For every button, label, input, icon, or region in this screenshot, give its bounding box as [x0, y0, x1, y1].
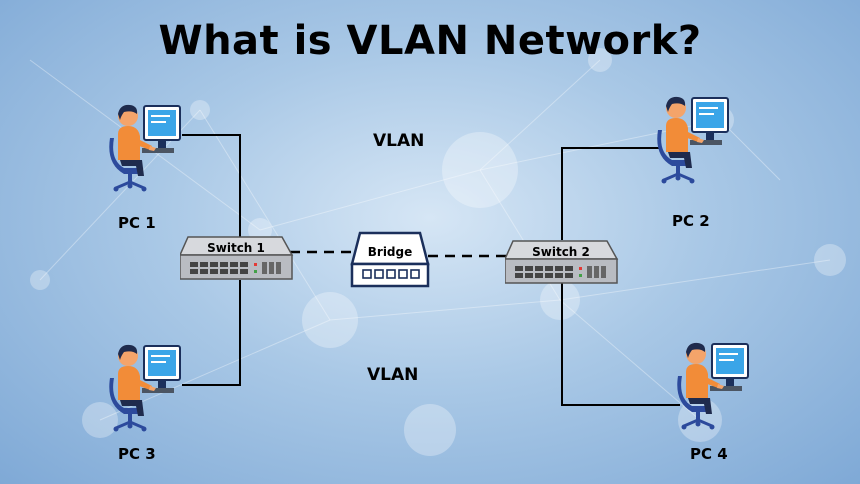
pc-2-label: PC 2 [672, 212, 710, 230]
link-pc4-switch2 [561, 282, 680, 406]
vlan-label-top: VLAN [373, 131, 425, 151]
pc-3-label: PC 3 [118, 445, 156, 463]
switch-1: Switch 1 [180, 236, 294, 280]
pc-1-label: PC 1 [118, 214, 156, 232]
pc-4-label: PC 4 [690, 445, 728, 463]
page-title: What is VLAN Network? [158, 18, 702, 64]
link-pc3-switch1 [182, 280, 241, 386]
pc-1-icon [108, 103, 182, 193]
pc-3-icon [108, 343, 182, 433]
vlan-label-bottom: VLAN [367, 365, 419, 385]
pc-4-icon [676, 341, 750, 431]
switch-2-label: Switch 2 [532, 245, 590, 259]
switch-1-label: Switch 1 [207, 241, 265, 255]
bridge: Bridge [350, 231, 430, 288]
link-pc1-switch1 [182, 134, 241, 240]
switch-2: Switch 2 [505, 240, 619, 284]
bridge-label: Bridge [368, 245, 413, 259]
pc-2-icon [656, 95, 730, 185]
link-pc2-switch2 [561, 147, 660, 240]
